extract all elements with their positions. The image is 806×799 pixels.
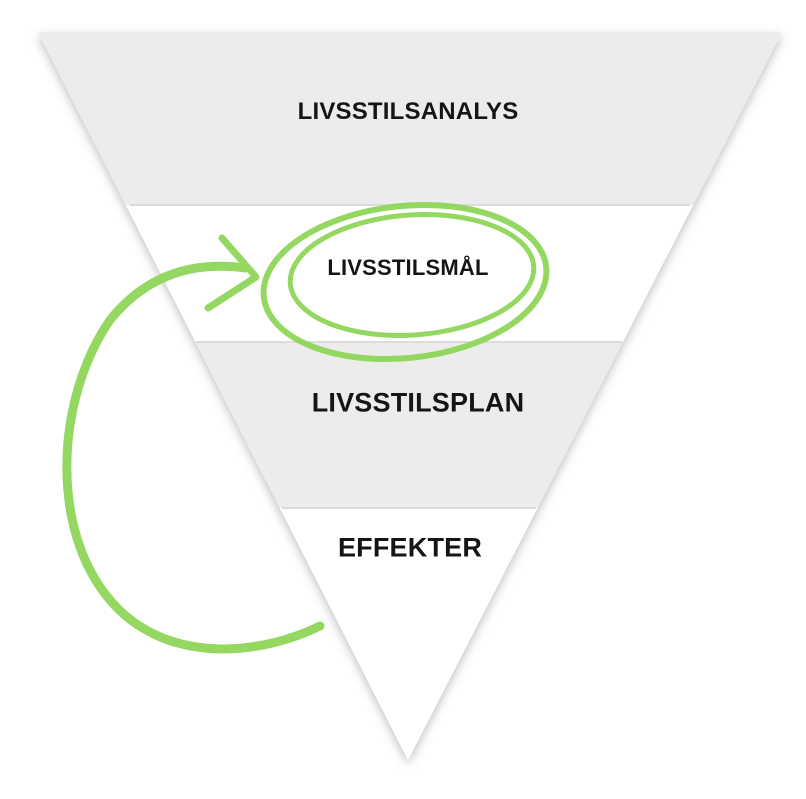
band-livsstilsanalys bbox=[38, 32, 782, 205]
level-livsstilsanalys: LIVSSTILSANALYS bbox=[297, 98, 519, 125]
band-livsstilsplan bbox=[38, 342, 782, 508]
highlight-circle-inner bbox=[287, 212, 537, 338]
level-livsstilsplan: LIVSSTILSPLAN bbox=[311, 387, 525, 418]
level-effekter: EFFEKTER bbox=[337, 532, 483, 563]
arrowhead-icon bbox=[204, 234, 260, 312]
cycle-arrow bbox=[62, 261, 325, 654]
highlight-circle-outer bbox=[260, 201, 550, 363]
level-livsstilsmal: LIVSSTILSMÅL bbox=[327, 255, 489, 280]
